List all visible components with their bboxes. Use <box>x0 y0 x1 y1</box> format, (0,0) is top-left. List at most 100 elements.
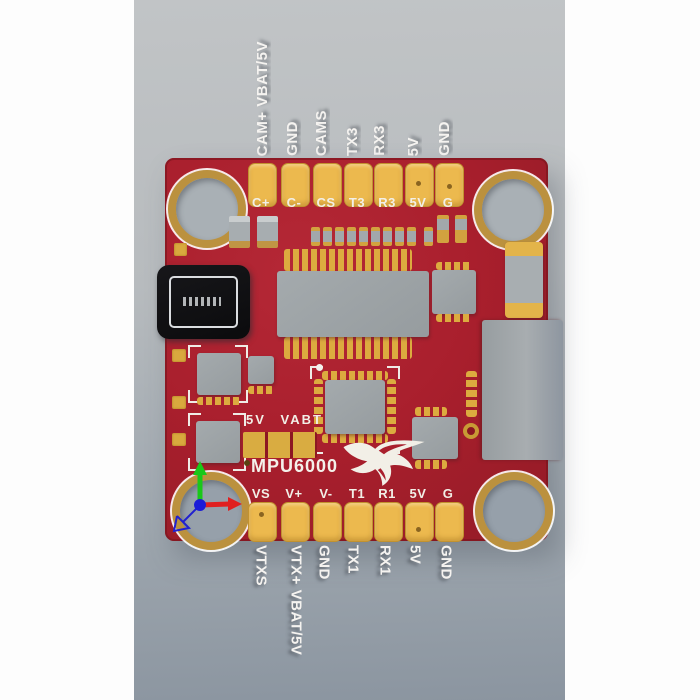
silk-imu-label: MPU6000 <box>251 456 339 476</box>
silk-vs: VS <box>251 486 271 501</box>
callout-label: TX1 <box>344 545 362 575</box>
pad-r1 <box>374 502 403 542</box>
solder-pad <box>172 433 186 446</box>
silk-v-minus: V- <box>319 486 333 501</box>
callout-label: GND <box>435 121 453 156</box>
silk-t1: T1 <box>348 486 366 501</box>
callout-5v-bottom: 5V <box>404 545 426 697</box>
silk-power-label: 5V VABT <box>246 412 323 427</box>
regulator-chip <box>197 353 241 395</box>
callout-label: GND <box>283 121 301 156</box>
power-pad-triple <box>243 432 317 458</box>
callout-gnd-top-1: GND <box>281 0 303 156</box>
resistor <box>359 227 368 246</box>
resistor <box>424 227 433 246</box>
chip-pads <box>436 314 472 322</box>
black-component-frame <box>169 276 238 328</box>
gyro-chip <box>325 380 385 434</box>
pad-c-plus <box>248 163 277 207</box>
silk-c-minus: C- <box>286 195 302 210</box>
pad-c-minus <box>281 163 310 207</box>
resistor <box>395 227 404 246</box>
gyro-pads-bottom <box>322 434 388 443</box>
pad-t1 <box>344 502 373 542</box>
dark-via <box>244 460 250 466</box>
callout-cam-vbat-5v: CAM+ VBAT/5V <box>251 0 273 156</box>
silk-cs: CS <box>316 195 336 210</box>
callout-gnd-bottom-1: GND <box>313 545 335 697</box>
eagle-logo-icon <box>343 440 425 486</box>
callout-gnd-bottom-2: GND <box>435 545 457 697</box>
white-via <box>316 364 323 371</box>
callout-label: RX3 <box>370 125 388 156</box>
callout-label: 5V <box>406 545 424 565</box>
resistor <box>407 227 416 246</box>
pad-v-minus <box>313 502 342 542</box>
mounting-hole-bottom-right <box>475 472 553 550</box>
callout-vtxs: VTXS <box>250 545 272 697</box>
resistor <box>383 227 392 246</box>
resistor <box>347 227 356 246</box>
silk-g-top: G <box>442 195 454 210</box>
gyro-pads-right <box>387 379 396 434</box>
pad-via-dot <box>416 527 421 532</box>
black-component <box>157 265 250 339</box>
regulator-silk-frame <box>188 345 248 403</box>
callout-label: CAMS <box>312 109 330 156</box>
gold-via <box>463 423 479 439</box>
usb-connector <box>482 320 563 460</box>
pad-cs <box>313 163 342 207</box>
callout-5v-top: 5V <box>402 0 424 156</box>
chip-pads <box>415 407 447 416</box>
small-chip-pads <box>248 386 274 394</box>
callout-vtx-vbat-5v: VTX+ VBAT/5V <box>285 545 307 697</box>
pad-via-dot <box>447 184 452 189</box>
mounting-hole-top-right <box>474 171 552 249</box>
resistor <box>323 227 332 246</box>
chip-pads <box>415 460 447 469</box>
pad-5v-bottom <box>405 502 434 542</box>
silk-v-plus: V+ <box>285 486 303 501</box>
capacitor <box>257 216 278 248</box>
callout-rx3: RX3 <box>368 0 390 156</box>
silk-5v-top: 5V <box>409 195 427 210</box>
callout-label: RX1 <box>376 545 394 576</box>
pad-via-dot <box>259 512 264 517</box>
mcu-chip <box>277 271 429 337</box>
right-lower-chip <box>412 417 458 459</box>
mcu-pins-bottom <box>284 337 412 359</box>
silk-g-bottom: G <box>442 486 454 501</box>
callout-label: VTXS <box>252 545 270 587</box>
silk-t3: T3 <box>348 195 366 210</box>
mounting-hole-bottom-left <box>172 472 250 550</box>
callout-tx1: TX1 <box>342 545 364 697</box>
callout-label: VTX+ VBAT/5V <box>287 545 305 656</box>
solder-pad <box>174 243 187 256</box>
pad-g-bottom <box>435 502 464 542</box>
resistor <box>371 227 380 246</box>
silk-5v-bottom: 5V <box>409 486 427 501</box>
silk-r1: R1 <box>378 486 396 501</box>
callout-tx3: TX3 <box>341 0 363 156</box>
callout-label: 5V <box>404 136 422 156</box>
chip-pads <box>436 262 472 270</box>
callout-cams: CAMS <box>310 0 332 156</box>
solder-pad <box>172 349 186 362</box>
castellated-pads <box>466 371 477 417</box>
axis-gizmo-icon <box>172 461 242 533</box>
callout-label: GND <box>437 545 455 580</box>
chip-marking <box>183 297 221 306</box>
callout-rx1: RX1 <box>374 545 396 697</box>
electrolytic-capacitor <box>505 242 543 318</box>
pad-t3 <box>344 163 373 207</box>
resistor <box>455 215 467 243</box>
small-chip <box>248 356 274 384</box>
resistor <box>311 227 320 246</box>
silk-r3: R3 <box>378 195 396 210</box>
pad-v-plus <box>281 502 310 542</box>
pad-via-dot <box>416 181 421 186</box>
callout-label: GND <box>315 545 333 580</box>
callout-gnd-top-2: GND <box>433 0 455 156</box>
pad-vs <box>248 502 277 542</box>
